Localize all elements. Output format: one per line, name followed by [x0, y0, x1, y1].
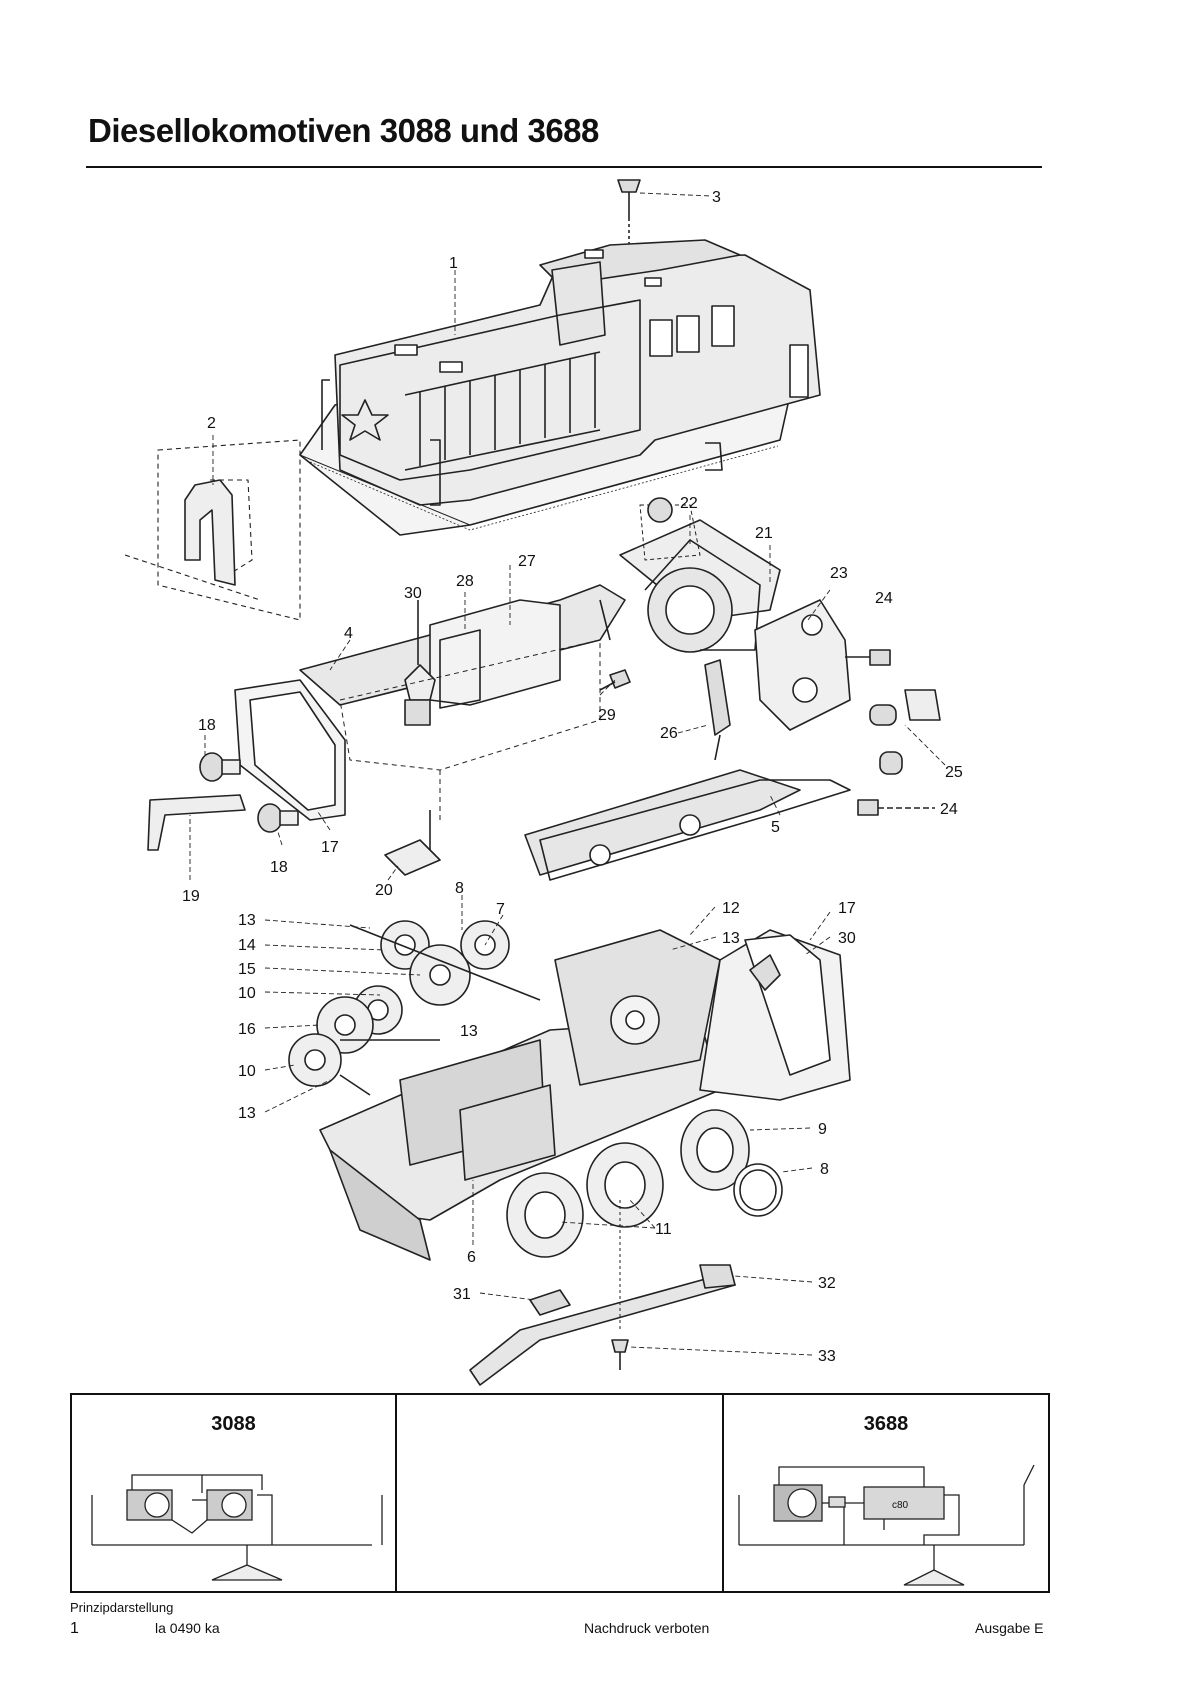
gear-train-parts-7-16	[288, 920, 541, 1096]
leader-lines	[189, 192, 946, 1356]
callout-25: 25	[945, 764, 963, 781]
callout-13-right: 13	[722, 930, 740, 947]
screw-part-29	[599, 669, 631, 691]
callout-28: 28	[456, 573, 474, 590]
callout-16: 16	[238, 1021, 256, 1038]
page-number: 1	[70, 1620, 79, 1637]
callout-24-lower: 24	[940, 801, 958, 818]
callout-3: 3	[712, 189, 721, 206]
edition-label: Ausgabe E	[975, 1620, 1044, 1636]
bogie-plate-parts-31-32	[469, 1264, 736, 1386]
chassis-frame-part-27	[299, 584, 626, 709]
callout-14: 14	[238, 937, 256, 954]
wheel-part-11-rear	[586, 1142, 664, 1228]
buffer-part-18-lower	[257, 803, 299, 833]
callout-27: 27	[518, 553, 536, 570]
callout-17-upper: 17	[321, 839, 339, 856]
callout-17-lower: 17	[838, 900, 856, 917]
screw-part-24-lower	[857, 799, 935, 816]
screw-part-3	[617, 179, 641, 250]
chassis-block	[319, 929, 721, 1261]
callout-6: 6	[467, 1249, 476, 1266]
callout-29: 29	[598, 707, 616, 724]
page-title: Diesellokomotiven 3088 und 3688	[88, 112, 599, 149]
callout-20: 20	[375, 882, 393, 899]
motor-assembly-part-21	[619, 519, 851, 731]
callout-4: 4	[344, 625, 353, 642]
component-label-3688: c80	[892, 1500, 909, 1511]
ghost-frame-outline	[339, 639, 601, 820]
exploded-view-drawing: 3 1 2 22 21 27 23 28 30 24 4 29 26 18 25…	[124, 179, 963, 1386]
callout-33: 33	[818, 1348, 836, 1365]
callout-18-upper: 18	[198, 717, 216, 734]
wiring-diagram-3088	[91, 1474, 383, 1581]
callout-30-upper: 30	[404, 585, 422, 602]
locomotive-body-part-1	[299, 239, 821, 536]
callout-19: 19	[182, 888, 200, 905]
callout-22: 22	[680, 495, 698, 512]
callout-18-lower: 18	[270, 859, 288, 876]
capacitor-part-26	[704, 659, 731, 761]
callout-1: 1	[449, 255, 458, 272]
callout-31: 31	[453, 1286, 471, 1303]
callout-32: 32	[818, 1275, 836, 1292]
buffer-part-18-upper	[199, 752, 241, 782]
buffer-bracket-part-2	[184, 479, 236, 586]
schematic-panel-3688: 3688 c80	[722, 1393, 1050, 1593]
light-bulb-part-30	[404, 600, 436, 726]
callout-10-upper: 10	[238, 985, 256, 1002]
side-frame-part-5	[524, 769, 851, 881]
mounting-clip-part-20	[384, 810, 441, 876]
callout-13-middle: 13	[460, 1023, 478, 1040]
callout-7: 7	[496, 901, 505, 918]
schematic-panel-3088: 3088	[70, 1393, 397, 1593]
wiring-diagram-3688: c80	[738, 1464, 1035, 1586]
motor-housing-part-22	[639, 497, 701, 561]
wheel-part-11-front	[506, 1172, 584, 1258]
callout-15: 15	[238, 961, 256, 978]
callout-9: 9	[818, 1121, 827, 1138]
callout-11: 11	[655, 1221, 672, 1238]
panel-title-3088: 3088	[211, 1413, 256, 1435]
buffer-beam-part-2	[124, 439, 301, 621]
callout-12: 12	[722, 900, 740, 917]
callout-10-lower: 10	[238, 1063, 256, 1080]
coupler-part-19	[147, 794, 246, 851]
reprint-note: Nachdruck verboten	[584, 1620, 710, 1636]
wheel-part-9	[680, 1109, 750, 1191]
callout-5: 5	[771, 819, 780, 836]
schematic-panel-blank	[395, 1393, 724, 1593]
doc-code: la 0490 ka	[155, 1620, 220, 1636]
buffer-beam-part-17	[234, 679, 346, 821]
screw-part-24-upper	[845, 649, 891, 666]
bushing-part-25	[869, 689, 941, 775]
title-rule	[86, 166, 1042, 168]
rear-frame-part-17	[699, 929, 851, 1101]
screw-part-33	[611, 1200, 629, 1370]
callout-13-top: 13	[238, 912, 256, 929]
callout-26: 26	[660, 725, 678, 742]
callout-8-upper: 8	[455, 880, 464, 897]
callout-8-lower: 8	[820, 1161, 829, 1178]
callout-23: 23	[830, 565, 848, 582]
caption: Prinzipdarstellung	[70, 1600, 174, 1615]
callout-2: 2	[207, 415, 216, 432]
callout-21: 21	[755, 525, 773, 542]
callout-30-lower: 30	[838, 930, 856, 947]
traction-tyre-part-8	[733, 1163, 783, 1217]
panel-title-3688: 3688	[863, 1413, 909, 1435]
callout-13-bottom: 13	[238, 1105, 256, 1122]
callout-labels: 3 1 2 22 21 27 23 28 30 24 4 29 26 18 25…	[182, 189, 963, 1365]
callout-24-upper: 24	[875, 590, 893, 607]
